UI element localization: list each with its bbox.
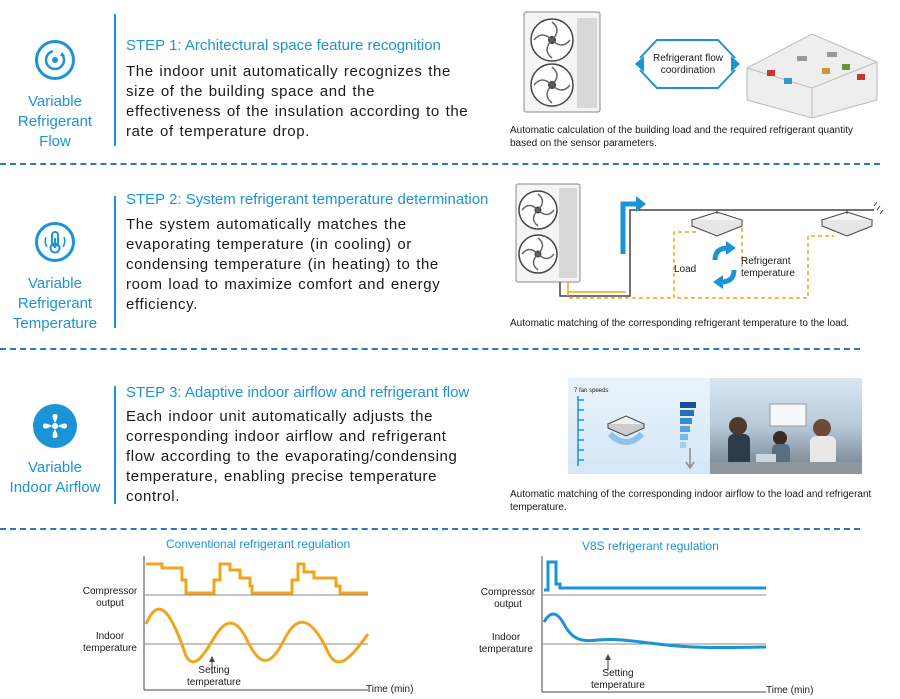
step2-title: STEP 2: System refrigerant temperature d… — [126, 191, 489, 208]
chart-v8s-title: V8S refrigerant regulation — [582, 539, 719, 553]
chart-v8s-compressor-series — [544, 560, 766, 592]
refrigerant-temperature-label: Refrigerant temperature — [741, 256, 795, 279]
section-divider-1 — [0, 163, 880, 165]
side-label-variable-refrigerant-temperature: Variable Refrigerant Temperature — [12, 275, 98, 332]
step1-title: STEP 1: Architectural space feature reco… — [126, 37, 441, 54]
refresh-cycle-icon — [712, 241, 737, 289]
fan-icon — [33, 404, 77, 448]
refrigerant-flow-icon — [35, 40, 75, 80]
step1-vertical-rule — [114, 14, 116, 146]
step1-body: The indoor unit automatically recognizes… — [126, 63, 469, 140]
outdoor-unit-icon — [523, 11, 601, 113]
indoor-unit-icon — [820, 210, 874, 237]
chart-conventional-time-label: Time (min) — [366, 684, 414, 695]
chart-v8s-setting-label: Setting temperature — [591, 668, 645, 691]
chart-conventional-title: Conventional refrigerant regulation — [166, 537, 351, 551]
step1-diagram — [523, 11, 878, 119]
side-label-variable-indoor-airflow: Variable Indoor Airflow — [9, 459, 101, 496]
chart-conventional-compressor-label: Compressor output — [82, 586, 138, 609]
indoor-unit-icon — [690, 210, 744, 237]
chart-v8s-indoor-label: Indoor temperature — [479, 632, 533, 655]
refrigerant-flow-coordination-label: Refrigerant flow coordination — [652, 53, 724, 76]
chart-v8s-time-label: Time (min) — [766, 685, 814, 696]
chart-conventional-setting-label: Setting temperature — [187, 665, 241, 688]
chart-conventional-indoor-series — [144, 607, 370, 664]
thermometer-icon — [35, 222, 75, 262]
chart-conventional-compressor-series — [146, 562, 368, 595]
step3-caption: Automatic matching of the corresponding … — [510, 489, 872, 513]
side-label-variable-refrigerant-flow: Variable Refrigerant Flow — [17, 93, 93, 150]
step2-diagram — [515, 183, 884, 299]
fan-speeds-label: 7 fan speeds — [574, 388, 609, 394]
fan-speed-panel — [568, 378, 712, 474]
section-divider-2 — [0, 348, 860, 350]
chart-conventional-indoor-label: Indoor temperature — [83, 631, 137, 654]
step2-vertical-rule — [114, 196, 116, 328]
step2-body: The system automatically matches the eva… — [126, 216, 441, 313]
section-divider-3 — [0, 528, 860, 530]
chart-conventional — [143, 556, 370, 691]
step1-caption: Automatic calculation of the building lo… — [510, 125, 853, 149]
meeting-room-photo — [710, 378, 862, 474]
load-label: Load — [674, 264, 697, 275]
step3-vertical-rule — [114, 386, 116, 504]
outdoor-unit-icon — [515, 183, 581, 283]
chart-v8s — [541, 556, 767, 693]
chart-v8s-compressor-label: Compressor output — [480, 587, 536, 610]
step2-caption: Automatic matching of the corresponding … — [510, 318, 850, 329]
chart-v8s-indoor-series — [542, 612, 767, 650]
step3-body: Each indoor unit automatically adjusts t… — [126, 408, 458, 505]
office-building-icon — [746, 33, 878, 119]
step3-title: STEP 3: Adaptive indoor airflow and refr… — [126, 384, 470, 401]
